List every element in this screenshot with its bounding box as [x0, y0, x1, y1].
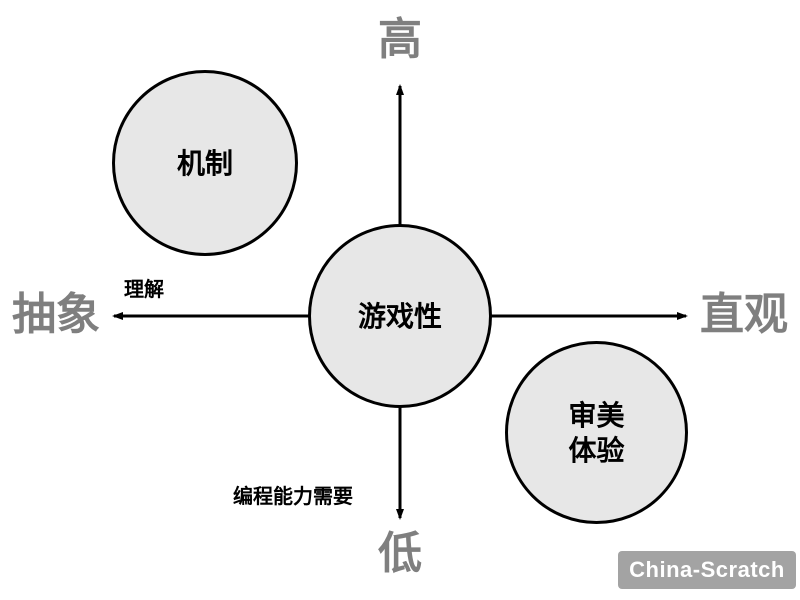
bubble-aesthetic-label-line1: 审美 [568, 399, 625, 431]
axis-label-low: 低 [378, 529, 422, 578]
bottom-axis-note: 编程能力需要 [233, 486, 353, 508]
watermark-badge: China-Scratch [618, 551, 796, 589]
bubble-mechanism-label: 机制 [176, 147, 233, 179]
watermark-text: China-Scratch [629, 557, 785, 582]
bubble-gameplay-center: 游戏性 [308, 224, 492, 408]
axis-label-abstract: 抽象 [12, 290, 100, 339]
bubble-aesthetic-experience: 审美 体验 [505, 341, 688, 524]
left-axis-note: 理解 [124, 279, 164, 301]
axis-label-intuitive: 直观 [700, 290, 788, 339]
bubble-mechanism: 机制 [112, 70, 298, 256]
bubble-gameplay-label: 游戏性 [357, 300, 442, 332]
bubble-aesthetic-label-line2: 体验 [568, 434, 625, 466]
axis-label-high: 高 [378, 15, 422, 64]
